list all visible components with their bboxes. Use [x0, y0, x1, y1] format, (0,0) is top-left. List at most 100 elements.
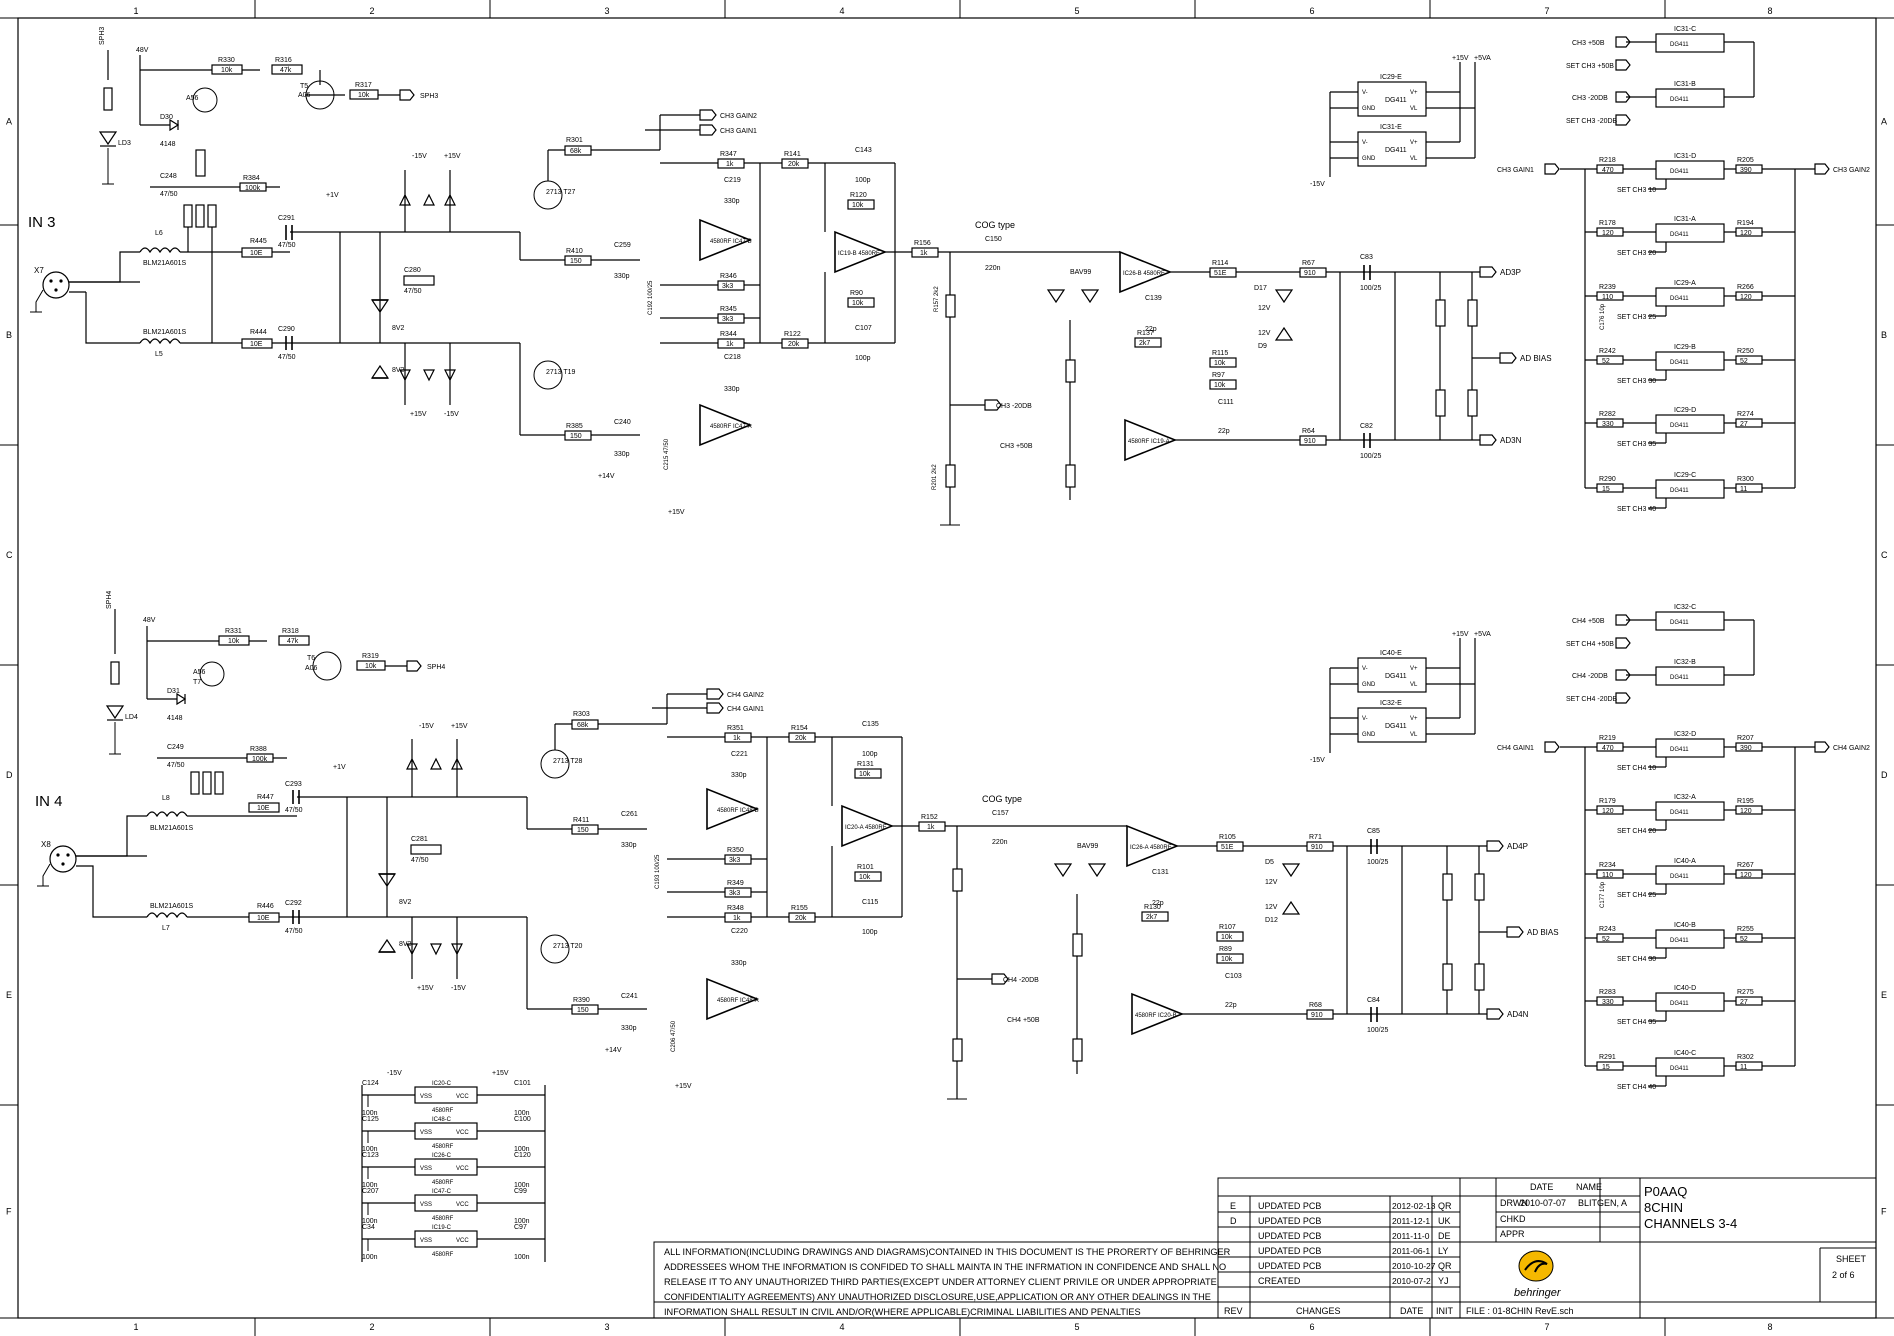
svg-text:C249: C249	[167, 744, 184, 751]
svg-text:R137: R137	[1137, 330, 1154, 337]
column-label: 1	[134, 1322, 139, 1332]
rev-date: 2011-11-0	[1392, 1231, 1430, 1241]
opamp-ic47b	[699, 218, 753, 262]
set-gain-net: SET CH3 35	[1617, 441, 1656, 448]
svg-text:1k: 1k	[726, 341, 734, 348]
svg-text:R178: R178	[1599, 220, 1616, 227]
svg-text:V-: V-	[1362, 140, 1368, 146]
net-gain1: CH4 GAIN1	[1497, 745, 1534, 752]
svg-text:47/50: 47/50	[160, 191, 178, 198]
svg-text:R239: R239	[1599, 284, 1616, 291]
svg-text:68k: 68k	[570, 148, 582, 155]
svg-text:DG411: DG411	[1670, 1066, 1689, 1072]
svg-text:22p: 22p	[1218, 428, 1230, 435]
svg-text:12V: 12V	[1258, 330, 1271, 337]
svg-text:R385: R385	[566, 423, 583, 430]
svg-text:R234: R234	[1599, 862, 1616, 869]
svg-text:4580RF IC48-A: 4580RF IC48-A	[717, 998, 759, 1004]
svg-text:10E: 10E	[257, 915, 270, 922]
svg-text:470: 470	[1602, 745, 1614, 752]
svg-text:R141: R141	[784, 151, 801, 158]
svg-text:12V: 12V	[1258, 305, 1271, 312]
svg-text:V-: V-	[1362, 666, 1368, 672]
row-label: E	[1881, 990, 1887, 1000]
svg-text:10k: 10k	[358, 92, 370, 99]
svg-text:12V: 12V	[1265, 904, 1278, 911]
svg-text:100n: 100n	[362, 1110, 378, 1117]
svg-text:DG411: DG411	[1385, 673, 1407, 680]
ladder-resistor	[1596, 1061, 1624, 1071]
svg-text:R351: R351	[727, 725, 744, 732]
svg-text:IC31-C: IC31-C	[1674, 26, 1696, 33]
ladder-resistor	[1735, 291, 1763, 301]
dg411-switch	[1655, 414, 1725, 434]
doc-title-code: P0AAQ	[1644, 1184, 1687, 1199]
svg-text:A56: A56	[193, 669, 206, 676]
svg-text:10k: 10k	[228, 638, 240, 645]
svg-text:+15V: +15V	[444, 153, 461, 160]
rev-init: QR	[1438, 1201, 1452, 1211]
net-ad3p: AD3P	[1500, 268, 1521, 277]
svg-text:910: 910	[1304, 270, 1316, 277]
dg411-switch	[1655, 992, 1725, 1012]
svg-text:100p: 100p	[855, 177, 871, 184]
svg-text:220n: 220n	[985, 265, 1001, 272]
svg-text:DG411: DG411	[1670, 938, 1689, 944]
dg411-switch	[1655, 287, 1725, 307]
svg-text:10k: 10k	[1221, 934, 1233, 941]
svg-text:R331: R331	[225, 628, 242, 635]
svg-text:BLM21A601S: BLM21A601S	[150, 825, 194, 832]
svg-text:150: 150	[577, 827, 589, 834]
svg-text:47/50: 47/50	[404, 288, 422, 295]
svg-text:R275: R275	[1737, 989, 1754, 996]
ladder-resistor	[1735, 355, 1763, 365]
opamp-ic19b	[834, 230, 888, 274]
svg-text:+15V: +15V	[675, 1083, 692, 1090]
svg-text:R274: R274	[1737, 411, 1754, 418]
set-gain-net: SET CH3 10	[1617, 187, 1656, 194]
svg-text:T5: T5	[300, 83, 308, 90]
svg-text:+15V: +15V	[668, 509, 685, 516]
svg-text:R300: R300	[1737, 476, 1754, 483]
svg-text:C115: C115	[862, 899, 878, 906]
column-label: 4	[840, 1322, 845, 1332]
svg-text:52: 52	[1602, 358, 1610, 365]
svg-text:CHKD: CHKD	[1500, 1214, 1526, 1224]
svg-text:R444: R444	[250, 329, 267, 336]
svg-text:DATE: DATE	[1400, 1306, 1423, 1316]
svg-text:IC48-C: IC48-C	[432, 1117, 452, 1123]
svg-text:68k: 68k	[577, 722, 589, 729]
svg-text:100/25: 100/25	[1367, 1027, 1389, 1034]
svg-text:10E: 10E	[250, 250, 263, 257]
dg411-switch	[1655, 33, 1725, 53]
opamp-ic47a	[699, 403, 753, 447]
ladder-resistor	[1735, 1061, 1763, 1071]
svg-text:C157: C157	[992, 810, 1009, 817]
connector-label-x8: X8	[41, 840, 51, 849]
bav99-pair-bottom: +15V-15V	[399, 343, 459, 418]
dg411-power-ic	[1357, 657, 1427, 693]
svg-text:2713 T28: 2713 T28	[553, 758, 583, 765]
svg-text:IC40-D: IC40-D	[1674, 985, 1696, 992]
svg-text:VCC: VCC	[456, 1094, 469, 1100]
svg-text:C215 47/50: C215 47/50	[664, 438, 670, 470]
svg-text:R154: R154	[791, 725, 808, 732]
svg-text:100n: 100n	[514, 1218, 530, 1225]
xlr-connector-x8[interactable]	[49, 845, 77, 873]
svg-text:V+: V+	[1410, 716, 1418, 722]
svg-text:R243: R243	[1599, 926, 1616, 933]
xlr-connector-x7[interactable]	[42, 271, 70, 299]
rev-letter: D	[1230, 1216, 1237, 1226]
dg411-switch	[1655, 223, 1725, 243]
svg-text:R67: R67	[1302, 260, 1315, 267]
column-label: 7	[1545, 1322, 1550, 1332]
rev-init: QR	[1438, 1261, 1452, 1271]
opamp-ic20a	[841, 804, 895, 848]
svg-text:SET CH3 +50B: SET CH3 +50B	[1566, 63, 1614, 70]
svg-text:-15V: -15V	[451, 985, 466, 992]
ladder-resistor	[1596, 227, 1624, 237]
svg-text:VSS: VSS	[420, 1202, 432, 1208]
svg-text:BLM21A601S: BLM21A601S	[143, 260, 187, 267]
